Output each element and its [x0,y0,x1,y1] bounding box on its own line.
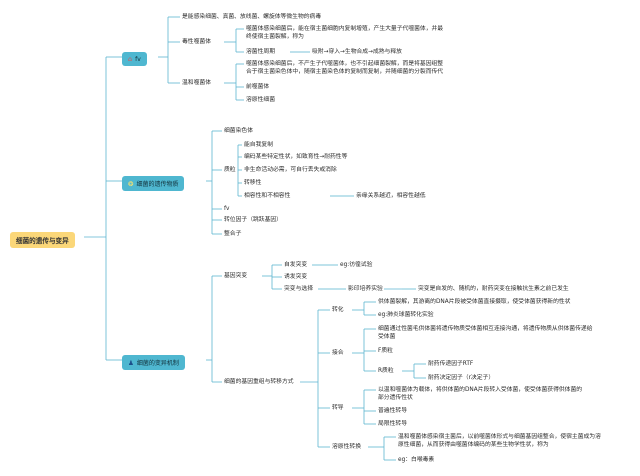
plasmid-item-2[interactable]: 编码某些特定性状，如致育性→耐药性等 [244,154,348,160]
conjugation-desc-2: 受体菌 [378,334,396,340]
transduction-desc-1: 以温和噬菌体为载体，将供体菌的DNA片段转入受体菌，使受体菌获得供体菌的 [378,387,583,393]
plasmid-item-5[interactable]: 相容性和不相容性 [244,193,291,199]
specialized-transduction[interactable]: 局限性转导 [378,421,407,427]
lytic-cycle[interactable]: 溶菌性周期 [246,49,275,55]
bulb-icon: ❂ [128,180,134,188]
incompat-note: 亲缘关系越近，相容性越低 [356,193,426,199]
temperate-desc-2: 合于宿主菌染色体中，随宿主菌染色体的复制而复制，并随细菌的分裂而传代 [246,69,444,75]
f-plasmid[interactable]: F质粒 [378,348,393,354]
rtf-factor[interactable]: 耐药传递因子RTF [428,361,474,367]
transformation-desc: 供体菌裂解，其游离的DNA片段被受体菌直接摄取，使受体菌获得新的性状 [378,299,571,305]
lytic-cycle-steps: 吸附→穿入→生物合成→成熟与释放 [312,49,402,55]
fluctuation-test: eg:彷徨试验 [340,262,373,268]
transposable-element[interactable]: 转位因子（跳跃基因） [224,217,282,223]
plasmid-item-1[interactable]: 能自我复制 [244,142,273,148]
branch-variation-label: 细菌的变异机制 [136,360,179,367]
chromosome[interactable]: 细菌染色体 [224,128,253,134]
transduction-desc-2: 部分遗传性状 [378,395,413,401]
induced-mutation[interactable]: 诱发突变 [284,274,308,280]
lysogenic-desc-2: 原性细菌，从而获得由噬菌体编码的某些生物学性状，称为 [398,442,549,448]
branch-phage[interactable]: ⌂fv [122,52,147,66]
gene-transfer[interactable]: 细菌的基因重组与转移方式 [224,379,294,385]
transduction[interactable]: 转导 [332,405,344,411]
conjugation-desc-1: 细菌通过性菌毛供体菌将遗传物质受体菌相互连接沟通，将遗传物质从供体菌传递给 [378,326,593,332]
generalized-transduction[interactable]: 普遍性转导 [378,408,407,414]
branch-genetic-material[interactable]: ❂细菌的遗传物质 [122,176,185,191]
conjugation[interactable]: 接合 [332,350,344,356]
transformation[interactable]: 转化 [332,307,344,313]
r-plasmid[interactable]: R质粒 [378,368,394,374]
lysogenic-conversion[interactable]: 溶原性转换 [332,444,361,450]
replica-plating[interactable]: 影印培养实验 [348,286,383,292]
plasmid[interactable]: 质粒 [224,167,236,173]
people-icon: ♟ [128,359,134,367]
phage-intro: 是能感染细菌、真菌、放线菌、螺旋体等微生物的病毒 [182,14,322,20]
prophage[interactable]: 前噬菌体 [246,84,270,90]
integron[interactable]: 整合子 [224,231,242,237]
plasmid-item-4[interactable]: 转移性 [244,180,262,186]
lysogenic-bacterium[interactable]: 溶原性细菌 [246,97,275,103]
genetic-fv[interactable]: fv [224,206,230,212]
house-icon: ⌂ [128,55,133,63]
lysogenic-desc-1: 温和噬菌体感染宿主菌后，以前噬菌体形式与细菌基因组整合，使宿主菌成为溶 [398,434,601,440]
mutation-selection[interactable]: 突变与选择 [284,286,313,292]
virulent-phage[interactable]: 毒性噬菌体 [182,39,211,45]
transformation-eg: eg:肺炎球菌转化实验 [378,312,434,318]
root-topic[interactable]: 细菌的遗传与变异 [10,232,75,248]
virulent-desc-1: 噬菌体感染细菌后，能在宿主菌细胞内复制增殖，产生大量子代噬菌体，并最 [246,26,444,32]
r-determinant[interactable]: 耐药决定因子（r决定子） [428,375,495,381]
branch-genetic-label: 细菌的遗传物质 [136,181,179,188]
virulent-desc-2: 终使宿主菌裂解，称为 [246,34,304,40]
replica-note: 突变是自发的、随机的，耐药突变在接触抗生素之前已发生 [418,286,569,292]
temperate-desc-1: 噬菌体感染细菌后，不产生子代噬菌体，也不引起细菌裂解，而是将基因组整 [246,61,444,67]
branch-phage-label: fv [135,56,141,63]
temperate-phage[interactable]: 温和噬菌体 [182,80,211,86]
branch-variation[interactable]: ♟细菌的变异机制 [122,355,185,370]
plasmid-item-3[interactable]: 非生命活动必需，可自行丢失或消除 [244,167,337,173]
spontaneous-mutation[interactable]: 自发突变 [284,262,308,268]
gene-mutation[interactable]: 基因突变 [224,273,248,279]
diphtheria-toxin: eg：白喉毒素 [398,457,435,463]
